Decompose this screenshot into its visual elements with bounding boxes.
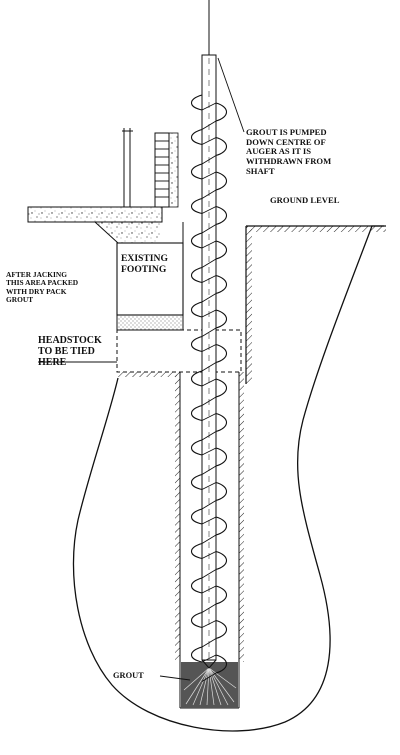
auger-flight <box>190 646 228 674</box>
leader-lines <box>38 57 245 681</box>
auger-flight <box>190 163 228 191</box>
auger-flight <box>190 370 228 398</box>
auger-flight-edge <box>201 447 217 475</box>
auger-flight <box>190 404 228 433</box>
auger-flight-edge <box>201 240 217 268</box>
grout-label: GROUT <box>113 671 144 680</box>
auger-flight <box>190 94 228 122</box>
excavation-outline <box>72 225 384 732</box>
auger-flight <box>190 473 228 502</box>
auger-flight <box>190 611 228 640</box>
auger-flight-edge <box>201 275 217 303</box>
existing-footing-label: EXISTING FOOTING <box>121 253 168 275</box>
auger-flight <box>190 335 228 364</box>
ground-surface <box>245 225 386 384</box>
auger-flight-edge <box>201 378 217 406</box>
auger-flight <box>190 266 228 295</box>
auger-flight <box>190 577 228 605</box>
auger-flight <box>190 128 228 157</box>
auger-pipe <box>201 0 217 669</box>
auger-flight-edge <box>201 413 217 441</box>
auger-flight <box>190 542 228 571</box>
auger-flight-edge <box>201 654 217 682</box>
brick-wall <box>122 128 179 208</box>
auger-flight-edge <box>201 551 217 579</box>
auger-flight <box>190 508 228 536</box>
floor-slab <box>27 206 184 244</box>
auger-flight-edge <box>201 620 217 648</box>
grout-bulb <box>181 662 238 708</box>
auger-flight-edge <box>201 137 217 165</box>
auger-flight <box>190 301 228 329</box>
headstock-label: HEADSTOCK TO BE TIED HERE <box>38 335 102 369</box>
auger-flight-edge <box>201 171 217 199</box>
auger-flight-edge <box>201 516 217 544</box>
auger-flight <box>190 232 228 260</box>
auger-flight-edge <box>201 585 217 613</box>
headstock <box>116 329 242 373</box>
existing-footing <box>116 242 184 331</box>
auger-flight-edge <box>201 482 217 510</box>
auger-flights <box>190 94 228 682</box>
auger-flight-edge <box>201 309 217 337</box>
grout-pumping-note: GROUT IS PUMPED DOWN CENTRE OF AUGER AS … <box>246 127 332 176</box>
auger-flight <box>190 439 228 467</box>
dry-pack-grout-note: AFTER JACKING THIS AREA PACKED WITH DRY … <box>6 270 79 304</box>
auger-flight-edge <box>201 344 217 372</box>
auger-flight-edge <box>201 206 217 234</box>
auger-flight-edge <box>201 102 217 130</box>
auger-flight <box>190 197 228 226</box>
ground-level-label: GROUND LEVEL <box>270 195 340 205</box>
